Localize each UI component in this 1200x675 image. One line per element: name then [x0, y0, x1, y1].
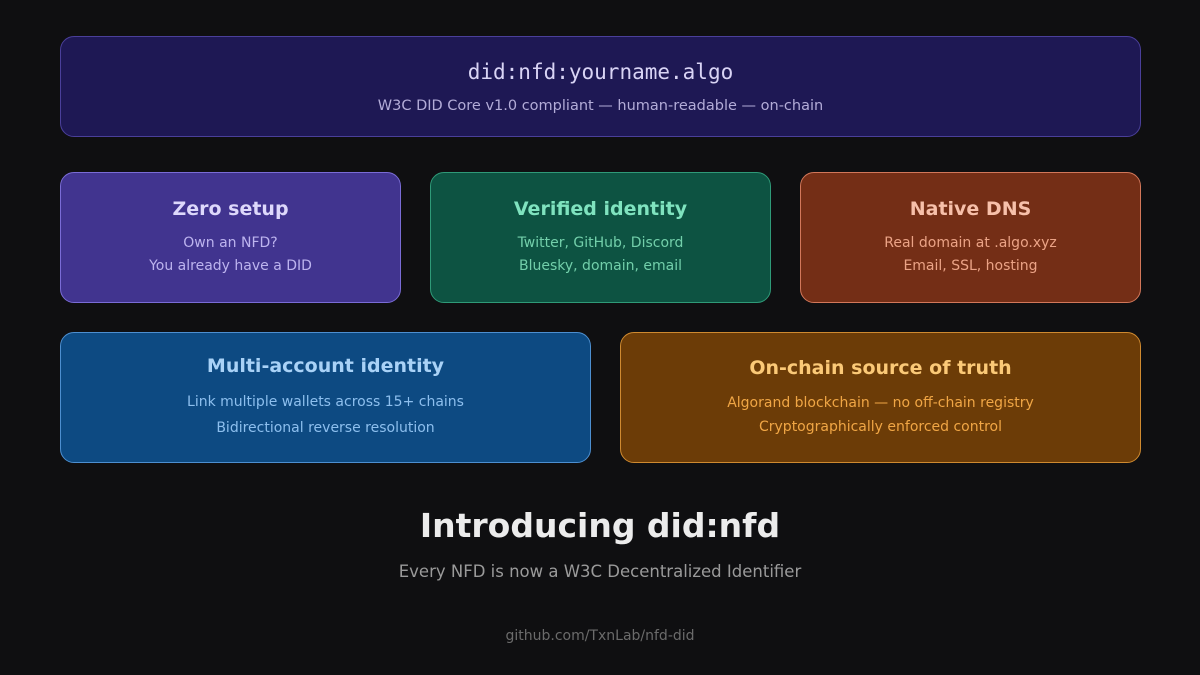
feature-line: Link multiple wallets across 15+ chains: [187, 393, 464, 410]
feature-card-native-dns: Native DNS Real domain at .algo.xyz Emai…: [800, 172, 1141, 303]
feature-line: Algorand blockchain — no off-chain regis…: [727, 394, 1034, 411]
hero-did-banner: did:nfd:yourname.algo W3C DID Core v1.0 …: [60, 36, 1141, 137]
hero-subtitle: W3C DID Core v1.0 compliant — human-read…: [377, 97, 824, 114]
feature-line: Twitter, GitHub, Discord: [517, 234, 684, 251]
feature-line: Own an NFD?: [183, 234, 278, 251]
feature-card-zero-setup: Zero setup Own an NFD? You already have …: [60, 172, 401, 303]
feature-card-verified-identity: Verified identity Twitter, GitHub, Disco…: [430, 172, 771, 303]
feature-title: Zero setup: [172, 197, 289, 220]
page-subtitle: Every NFD is now a W3C Decentralized Ide…: [398, 562, 802, 581]
feature-card-on-chain-truth: On-chain source of truth Algorand blockc…: [620, 332, 1141, 463]
feature-line: Email, SSL, hosting: [903, 257, 1038, 274]
page-title: Introducing did:nfd: [419, 506, 781, 545]
feature-title: Multi-account identity: [206, 354, 445, 377]
feature-card-multi-account: Multi-account identity Link multiple wal…: [60, 332, 591, 463]
repo-link[interactable]: github.com/TxnLab/nfd-did: [505, 628, 695, 644]
feature-line: Bidirectional reverse resolution: [216, 419, 435, 436]
did-identifier: did:nfd:yourname.algo: [467, 59, 734, 84]
feature-title: On-chain source of truth: [749, 356, 1012, 379]
feature-line: You already have a DID: [149, 257, 312, 274]
feature-title: Native DNS: [909, 197, 1032, 220]
feature-line: Real domain at .algo.xyz: [884, 234, 1057, 251]
feature-title: Verified identity: [513, 197, 688, 220]
feature-line: Cryptographically enforced control: [758, 418, 1003, 435]
feature-line: Bluesky, domain, email: [518, 257, 682, 274]
